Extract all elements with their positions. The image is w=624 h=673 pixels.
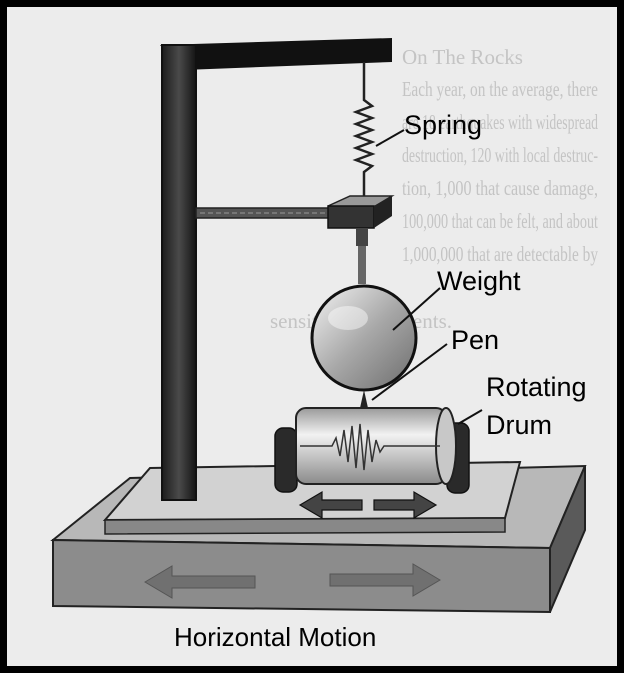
- pen: [360, 390, 368, 408]
- drum-motion-arrow: [298, 490, 438, 520]
- background-text-line: 100,000 that can be felt, and about: [402, 209, 598, 233]
- weight-label: Weight: [437, 266, 521, 296]
- weight-sphere: [310, 284, 418, 392]
- support-frame: [160, 38, 392, 501]
- background-text-line: 1,000,000 that are detectable by: [402, 242, 598, 266]
- figure-caption: Horizontal Motion: [174, 622, 377, 652]
- background-text-line: destruction, 120 with local destruc-: [402, 143, 598, 167]
- pen-label: Pen: [451, 325, 500, 355]
- clamp: [327, 195, 395, 284]
- background-text-line: are 18 earthquakes with widespread: [402, 110, 598, 134]
- background-text-line: tion, 1,000 that cause damage,: [402, 176, 598, 200]
- spring: [352, 62, 376, 202]
- spring-label: Spring: [404, 110, 483, 140]
- rotating-drum: [274, 407, 470, 494]
- base-motion-arrows: [144, 563, 441, 599]
- background-text-line: Each year, on the average, there: [402, 77, 598, 101]
- background-text: On The Rocks Each year, on the average, …: [270, 45, 598, 333]
- leader-lines: [371, 129, 483, 425]
- rotating-drum-label-line2: Drum: [486, 410, 552, 440]
- background-text-line: On The Rocks: [402, 45, 523, 69]
- rotating-drum-label-line1: Rotating: [486, 372, 587, 402]
